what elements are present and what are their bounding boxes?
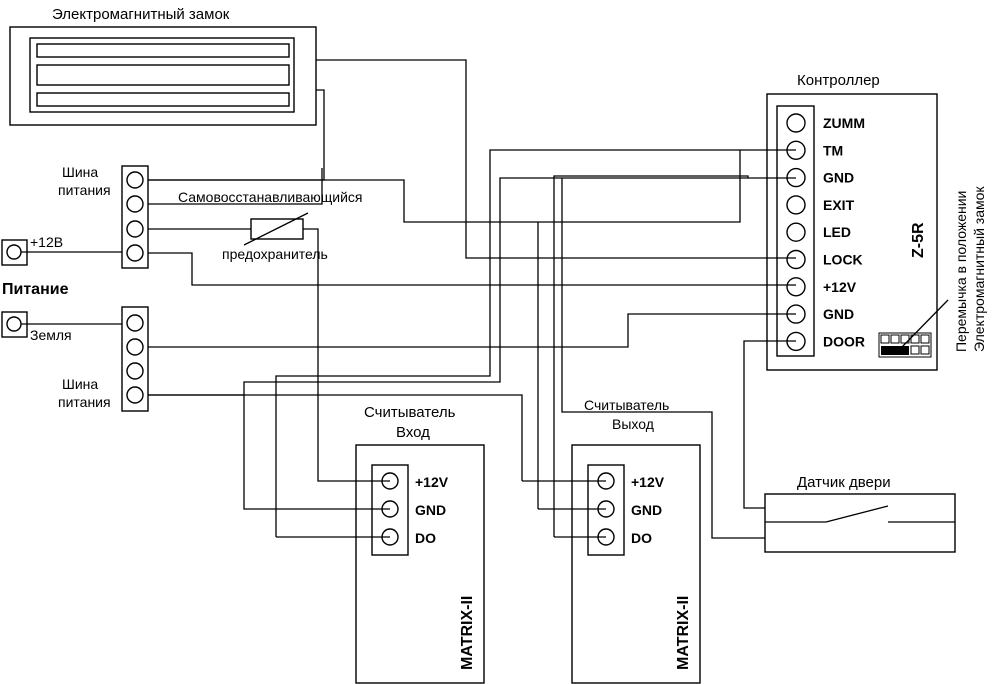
- reader-out-model: MATRIX-II: [675, 596, 692, 670]
- reader-in-model: MATRIX-II: [459, 596, 476, 670]
- controller-pin-label-0: ZUMM: [823, 115, 865, 131]
- controller-terminal-0: [786, 113, 806, 133]
- reader-exit: Считыватель Выход +12V GND DO MATRIX-II: [571, 397, 701, 684]
- reader-out-pin-2: GND: [631, 502, 662, 518]
- wires: [21, 59, 796, 539]
- ground-label: Земля: [30, 327, 72, 343]
- reader-in-pin-2: GND: [415, 502, 446, 518]
- controller-terminal-5: [786, 249, 806, 270]
- jumper-note-line1: Перемычка в положении: [953, 191, 969, 352]
- door-sensor-title: Датчик двери: [797, 474, 891, 491]
- power-input: +12В Питание Земля: [1, 234, 72, 343]
- controller-pin-label-3: EXIT: [823, 197, 855, 213]
- lock-title: Электромагнитный замок: [52, 6, 230, 23]
- bus-bottom-label-2: питания: [58, 394, 111, 410]
- power-bus-bottom: Шина питания: [58, 306, 149, 412]
- jumper-note-line2: Электромагнитный замок: [971, 186, 987, 352]
- controller-pin-label-1: TM: [823, 142, 843, 158]
- controller-terminal-3: [786, 195, 806, 215]
- reader-out-title-2: Выход: [612, 416, 654, 432]
- bus-bottom-label-1: Шина: [62, 376, 98, 392]
- reader-in-pin-1: +12V: [415, 474, 449, 490]
- power-bus-top: Шина питания: [58, 164, 149, 269]
- controller-terminal-6: [786, 277, 806, 297]
- reader-in-pin-3: DO: [415, 530, 436, 546]
- controller-pin-label-2: GND: [823, 170, 854, 186]
- reader-in-title-1: Считыватель: [364, 404, 456, 421]
- controller: Контроллер ZUMM TM GND EXIT LED LOCK +12V GND DO…: [766, 72, 987, 371]
- controller-terminal-4: [786, 222, 806, 242]
- plus-12v-label: +12В: [30, 234, 63, 250]
- controller-title: Контроллер: [797, 72, 880, 89]
- resettable-fuse: Самовосстанавливающийся предохранитель: [178, 189, 363, 262]
- jumper-block: [878, 299, 949, 358]
- electromagnetic-lock: Электромагнитный замок: [9, 6, 317, 126]
- bus-top-label-1: Шина: [62, 164, 98, 180]
- controller-pin-label-6: +12V: [823, 279, 857, 295]
- reader-in-title-2: Вход: [396, 424, 430, 441]
- reader-out-pin-3: DO: [631, 530, 652, 546]
- reader-entry: Считыватель Вход +12V GND DO MATRIX-II: [355, 404, 485, 684]
- controller-pin-label-5: LOCK: [823, 252, 863, 268]
- fuse-label-1: Самовосстанавливающийся: [178, 189, 363, 205]
- reader-out-pin-1: +12V: [631, 474, 665, 490]
- controller-pin-label-8: DOOR: [823, 333, 865, 349]
- bus-top-label-2: питания: [58, 182, 111, 198]
- reader-out-title-1: Считыватель: [584, 397, 669, 413]
- fuse-label-2: предохранитель: [222, 246, 328, 262]
- controller-model: Z-5R: [910, 222, 927, 258]
- controller-pin-label-4: LED: [823, 224, 851, 240]
- controller-pin-label-7: GND: [823, 306, 854, 322]
- power-title: Питание: [2, 281, 69, 298]
- door-sensor: Датчик двери: [764, 474, 956, 553]
